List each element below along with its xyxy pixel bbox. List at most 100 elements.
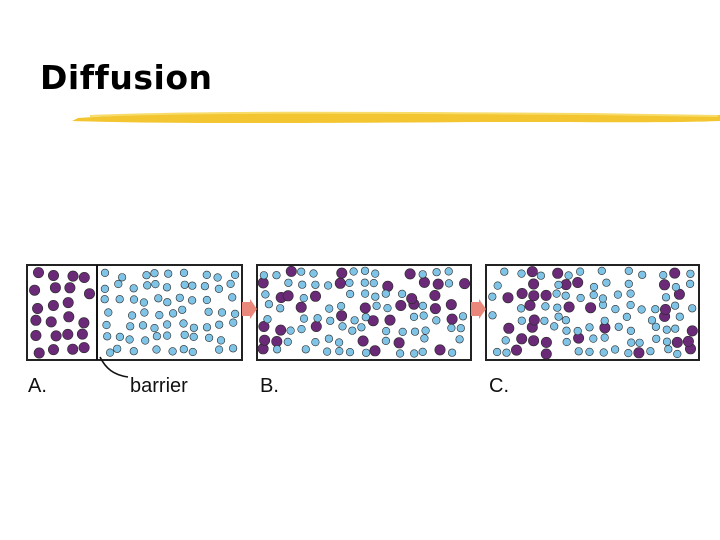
panel-label-c: C. xyxy=(489,375,509,397)
right-arrow-icon xyxy=(242,299,257,319)
water-particle xyxy=(371,292,380,301)
water-particle xyxy=(614,322,623,331)
water-particle xyxy=(626,326,636,335)
water-particle xyxy=(179,268,189,277)
solute-particle xyxy=(32,267,44,279)
water-particle xyxy=(659,271,668,280)
water-particle xyxy=(129,347,138,356)
water-particle xyxy=(178,305,187,314)
water-particle xyxy=(664,345,673,354)
water-particle xyxy=(115,332,124,341)
water-particle xyxy=(383,303,392,313)
water-particle xyxy=(323,347,332,356)
water-particle xyxy=(624,348,633,358)
solute-particle xyxy=(67,343,79,355)
water-particle xyxy=(155,310,164,320)
water-particle xyxy=(348,326,357,335)
water-particle xyxy=(673,349,682,359)
solute-particle xyxy=(64,282,76,294)
water-particle xyxy=(573,326,582,336)
water-particle xyxy=(418,301,428,311)
solute-particle xyxy=(84,288,96,300)
water-particle xyxy=(189,323,198,332)
water-particle xyxy=(562,337,571,347)
barrier-leader-line xyxy=(99,356,129,378)
solute-particle xyxy=(359,302,371,314)
solute-particle xyxy=(516,287,528,299)
solute-particle xyxy=(49,282,61,294)
solute-particle xyxy=(47,299,59,311)
solute-particle xyxy=(429,303,441,315)
solute-particle xyxy=(552,267,564,279)
slide-title: Diffusion xyxy=(40,58,213,97)
water-particle xyxy=(456,324,465,333)
water-particle xyxy=(444,267,453,276)
water-particle xyxy=(261,290,270,299)
solute-particle xyxy=(309,290,321,302)
solute-particle xyxy=(633,347,645,359)
water-particle xyxy=(141,336,150,345)
water-particle xyxy=(100,295,109,304)
water-particle xyxy=(448,348,457,357)
solute-particle xyxy=(78,342,90,354)
water-particle xyxy=(600,316,609,325)
water-particle xyxy=(369,279,378,288)
water-particle xyxy=(598,294,608,303)
solute-particle xyxy=(540,348,552,360)
water-particle xyxy=(349,267,358,276)
water-particle xyxy=(662,325,671,334)
water-particle xyxy=(297,267,306,276)
water-particle xyxy=(661,293,671,302)
water-particle xyxy=(447,323,456,333)
solute-particle xyxy=(258,321,270,333)
solute-particle xyxy=(510,344,522,356)
water-particle xyxy=(360,266,370,275)
water-particle xyxy=(179,345,188,354)
solute-particle xyxy=(334,277,346,289)
water-particle xyxy=(163,298,172,307)
solute-particle xyxy=(418,276,430,288)
solute-particle xyxy=(63,311,75,323)
water-particle xyxy=(670,301,680,310)
water-particle xyxy=(337,301,346,311)
water-particle xyxy=(204,307,213,316)
water-particle xyxy=(550,322,559,331)
solute-particle xyxy=(271,336,283,348)
water-particle xyxy=(626,300,635,310)
water-particle xyxy=(150,323,159,333)
solute-particle xyxy=(50,330,62,342)
water-particle xyxy=(188,347,197,357)
water-particle xyxy=(229,318,238,327)
solute-particle xyxy=(526,266,538,278)
water-particle xyxy=(575,267,585,276)
water-particle xyxy=(362,348,371,357)
water-particle xyxy=(313,314,322,323)
water-particle xyxy=(561,316,571,325)
solute-particle xyxy=(528,278,540,290)
water-particle xyxy=(142,271,151,280)
water-particle xyxy=(554,312,563,321)
solute-particle xyxy=(669,267,681,279)
water-particle xyxy=(273,345,282,354)
water-particle xyxy=(326,316,335,325)
water-particle xyxy=(179,319,188,328)
water-particle xyxy=(409,312,419,322)
water-particle xyxy=(651,322,661,331)
water-particle xyxy=(188,296,197,305)
solute-particle xyxy=(686,325,698,337)
water-particle xyxy=(180,330,189,339)
water-particle xyxy=(229,344,238,353)
solute-particle xyxy=(384,314,396,326)
water-particle xyxy=(651,305,660,314)
water-particle xyxy=(299,293,308,303)
water-particle xyxy=(104,308,113,317)
water-particle xyxy=(611,304,620,314)
panel-a xyxy=(26,264,243,378)
water-particle xyxy=(100,284,109,294)
water-particle xyxy=(324,281,333,290)
water-particle xyxy=(350,316,359,325)
solute-particle xyxy=(445,299,457,311)
water-particle xyxy=(129,284,138,293)
water-particle xyxy=(264,300,274,309)
water-particle xyxy=(113,344,122,353)
